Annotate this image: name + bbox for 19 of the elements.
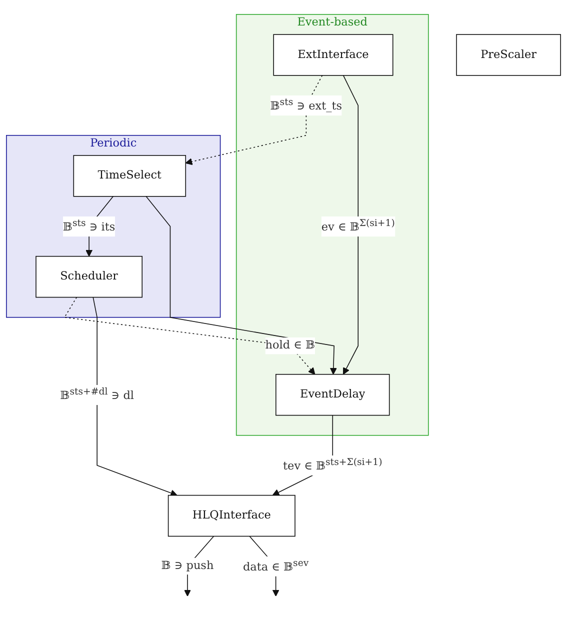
edge-label: hold ∈ 𝔹 xyxy=(265,338,316,352)
arrow xyxy=(185,74,323,165)
edge-label: tev ∈ 𝔹$^{sts+Σ(si+1)}$ xyxy=(283,456,382,472)
node-box: ExtInterface xyxy=(273,34,394,76)
edge-label: data ∈ 𝔹$^{sev}$ xyxy=(242,556,309,574)
edge-label: 𝔹$^{sts}$ ∋ ext_ts xyxy=(270,96,342,113)
edge-label: 𝔹 ∋ push xyxy=(161,559,214,572)
edge-label: ev ∈ 𝔹$^{Σ(si+1)}$ xyxy=(321,216,395,234)
arrow xyxy=(92,296,178,496)
arrow xyxy=(64,296,316,374)
node-box: Scheduler xyxy=(36,256,143,298)
node-box: TimeSelect xyxy=(73,154,186,196)
node-box: HLQInterface xyxy=(168,494,296,536)
edge-label: 𝔹$^{sts}$ ∋ its xyxy=(62,216,116,234)
arrow xyxy=(342,74,359,374)
arrow xyxy=(146,196,337,374)
edge-label: 𝔹$^{sts+#dl}$ ∋ dl xyxy=(60,385,134,402)
node-box: PreScaler xyxy=(456,34,561,76)
node-box: EventDelay xyxy=(276,374,390,416)
